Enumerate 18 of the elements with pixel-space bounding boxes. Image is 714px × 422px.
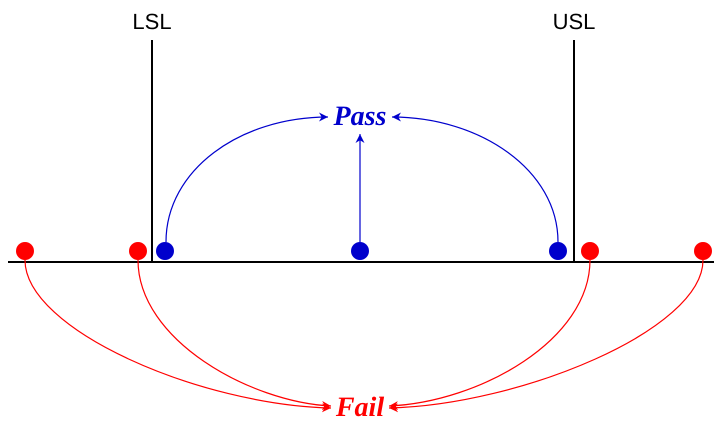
measurement-dot bbox=[694, 242, 712, 260]
measurement-dot bbox=[581, 242, 599, 260]
limit-label: USL bbox=[552, 10, 596, 34]
measurement-dot bbox=[16, 242, 34, 260]
measurement-dot bbox=[156, 242, 174, 260]
arrow bbox=[356, 134, 364, 242]
arrow bbox=[392, 112, 559, 242]
arrow bbox=[137, 260, 332, 410]
measurement-dot bbox=[129, 242, 147, 260]
measurement-dot bbox=[351, 242, 369, 260]
outcome-label: Fail bbox=[332, 393, 388, 422]
limit-label: LSL bbox=[132, 10, 172, 34]
arrow bbox=[24, 260, 332, 412]
measurement-dot bbox=[549, 242, 567, 260]
arrow bbox=[165, 112, 328, 242]
arrow bbox=[388, 260, 704, 412]
outcome-label: Pass bbox=[329, 102, 391, 132]
arrow bbox=[388, 260, 591, 410]
